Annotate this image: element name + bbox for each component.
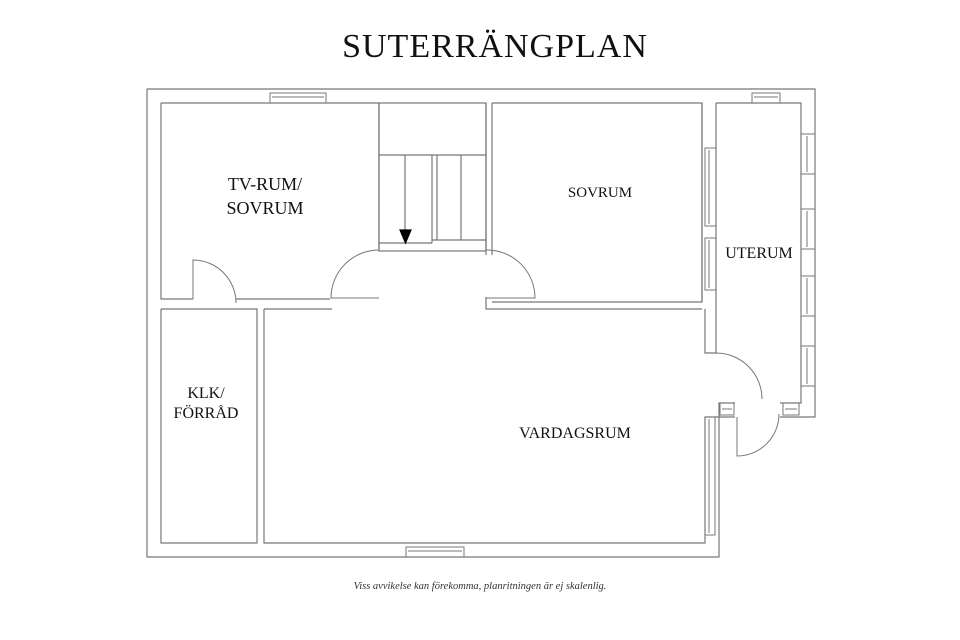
room-label-uterum: UTERUM: [725, 245, 793, 262]
room-label-line: KLK/: [187, 385, 225, 402]
plan-title: SUTERRÄNGPLAN: [342, 28, 648, 65]
disclaimer-footer: Viss avvikelse kan förekomma, planritnin…: [353, 581, 607, 592]
room-label-line: FÖRRÅD: [173, 405, 239, 422]
room-label-klk-forrad: KLK/ FÖRRÅD: [158, 384, 254, 424]
room-label-vardagsrum: VARDAGSRUM: [519, 425, 631, 442]
room-label-sovrum: SOVRUM: [567, 185, 633, 201]
room-label-tv-rum: TV-RUM/ SOVRUM: [200, 172, 330, 221]
doors: [192, 249, 780, 457]
room-label-line: SOVRUM: [226, 198, 304, 219]
sovrum-walls: [485, 102, 703, 310]
room-label-line: TV-RUM/: [227, 174, 303, 194]
windows: [269, 92, 816, 558]
stair: [378, 102, 487, 252]
